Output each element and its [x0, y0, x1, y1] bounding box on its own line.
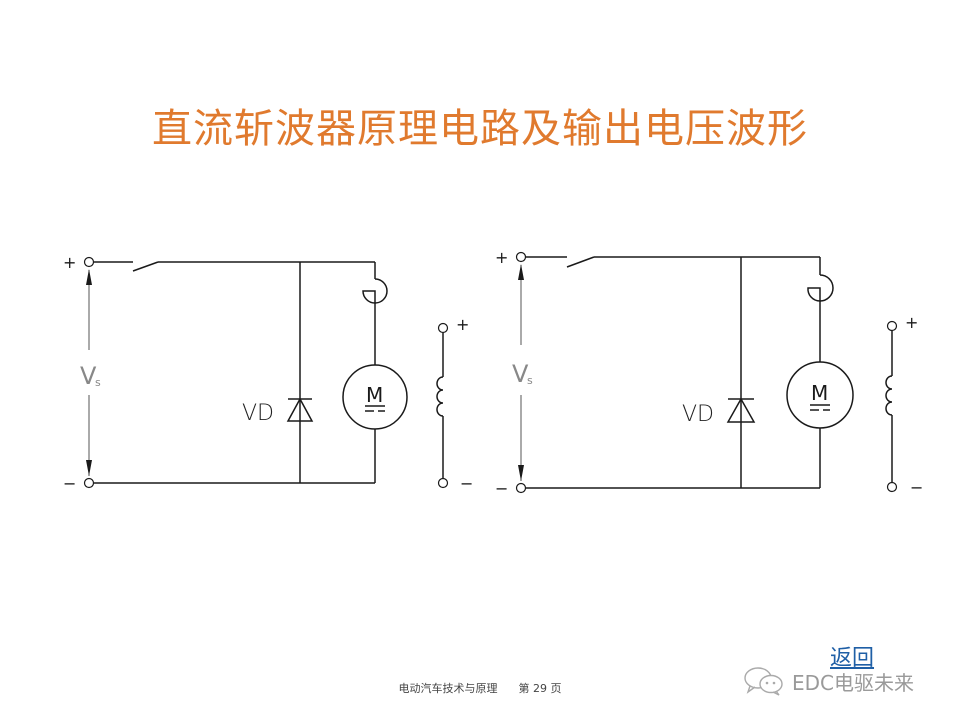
circuit-left: + − V s VD M — [63, 253, 473, 493]
vs-label: V — [80, 362, 97, 390]
armature-loop — [374, 278, 388, 304]
supply-minus-terminal — [515, 482, 527, 494]
diode-label: VD — [682, 402, 714, 427]
switch-blade — [566, 256, 595, 268]
supply-plus-terminal — [515, 251, 527, 263]
motor-label: M — [366, 383, 383, 407]
output-minus-label: − — [460, 474, 473, 493]
output-minus-label: − — [910, 478, 923, 497]
output-plus-terminal — [437, 322, 449, 334]
motor-label: M — [811, 381, 828, 405]
motor-symbol: M — [342, 364, 408, 430]
vs-subscript: s — [95, 376, 101, 389]
inductor-coil — [436, 376, 444, 417]
supply-minus-label: − — [63, 474, 76, 493]
output-plus-label: + — [905, 313, 918, 332]
supply-minus-terminal — [83, 477, 95, 489]
output-plus-label: + — [456, 315, 469, 334]
vs-label: V — [512, 360, 529, 388]
supply-minus-label: − — [495, 479, 508, 498]
output-minus-terminal — [886, 481, 898, 493]
switch-blade — [132, 261, 159, 272]
watermark-text: EDC电驱未来 — [792, 670, 915, 695]
slide-title: 直流斩波器原理电路及输出电压波形 — [152, 106, 808, 152]
footer-page-number: 第 29 页 — [518, 682, 562, 695]
wechat-icon — [744, 667, 783, 696]
diode-symbol — [726, 397, 756, 423]
armature-loop — [819, 274, 834, 302]
vs-arrow — [86, 269, 92, 476]
motor-symbol: M — [786, 361, 854, 429]
vs-subscript: s — [527, 374, 533, 387]
circuit-right: + − V s VD M — [495, 248, 923, 498]
supply-plus-terminal — [83, 256, 95, 268]
vs-arrow — [518, 264, 524, 481]
back-link[interactable]: 返回 — [830, 646, 875, 671]
watermark: EDC电驱未来 — [742, 666, 914, 696]
slide-footer: 电动汽车技术与原理 第 29 页 — [0, 680, 960, 696]
output-minus-terminal — [437, 477, 449, 489]
diode-symbol — [286, 397, 314, 422]
supply-plus-label: + — [63, 253, 76, 272]
diode-label: VD — [242, 401, 274, 426]
footer-course: 电动汽车技术与原理 — [398, 682, 498, 695]
output-plus-terminal — [886, 320, 898, 332]
inductor-coil — [885, 375, 893, 416]
supply-plus-label: + — [495, 248, 508, 267]
